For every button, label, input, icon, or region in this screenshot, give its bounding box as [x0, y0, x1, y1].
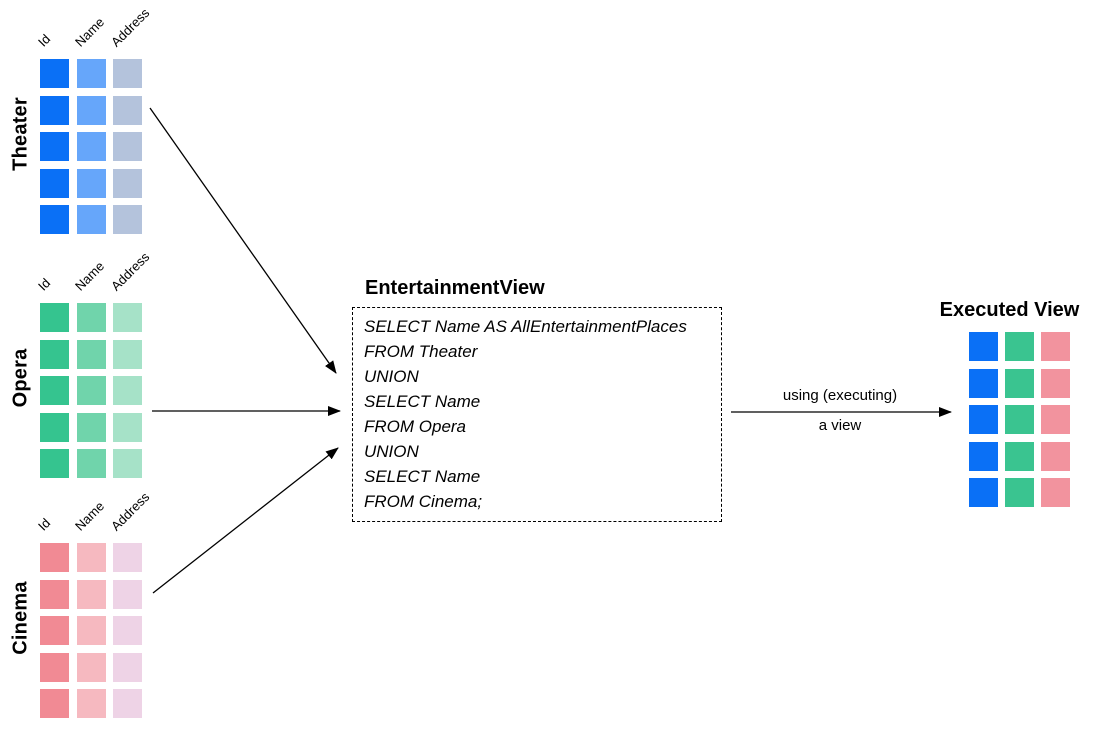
executed-cell — [1005, 368, 1034, 398]
table-cell — [76, 449, 106, 478]
table-cell — [40, 449, 69, 478]
table-cell — [76, 303, 106, 332]
table-cell — [40, 689, 69, 718]
theater-to-view-arrow — [149, 107, 337, 374]
table-name-label: Opera — [9, 348, 32, 408]
executed-cell — [969, 368, 998, 398]
table-grid — [40, 543, 142, 718]
sql-line: FROM Cinema; — [364, 492, 483, 511]
table-cell — [113, 95, 142, 125]
column-header: Name — [71, 258, 107, 294]
execute-arrow-label-line2: a view — [818, 417, 862, 434]
table-cell — [40, 132, 69, 161]
table-cell — [40, 59, 69, 88]
table-cell — [76, 689, 106, 718]
sql-line: SELECT Name — [364, 392, 481, 411]
table-cell — [76, 168, 106, 198]
column-header: Address — [107, 249, 153, 294]
view-title: EntertainmentView — [365, 277, 545, 299]
table-name-label: Cinema — [9, 581, 32, 655]
sql-line: SELECT Name — [364, 467, 481, 486]
column-header: Id — [34, 515, 54, 534]
table-cell — [76, 59, 106, 88]
executed-cell — [969, 478, 998, 507]
executed-cell — [969, 332, 998, 361]
column-header: Address — [107, 489, 153, 534]
sql-line: UNION — [364, 367, 419, 386]
sql-line: FROM Opera — [364, 417, 467, 436]
column-header: Name — [71, 498, 107, 534]
table-cell — [40, 376, 69, 405]
executed-cell — [1041, 368, 1070, 398]
table-name-label: Theater — [9, 97, 32, 171]
table-grid — [40, 59, 142, 234]
executed-cell — [1041, 405, 1070, 434]
executed-grid — [969, 332, 1070, 507]
column-header: Id — [34, 31, 54, 50]
column-header: Id — [34, 275, 54, 294]
table-cell — [76, 376, 106, 405]
table-cell — [40, 168, 69, 198]
table-cell — [113, 652, 142, 682]
execute-arrow-label: using (executing) a view — [758, 386, 922, 436]
table-cell — [113, 616, 142, 645]
executed-view-title: Executed View — [939, 299, 1080, 321]
table-grid — [40, 303, 142, 478]
sql-line: SELECT Name AS AllEntertainmentPlaces — [364, 317, 687, 336]
table-cell — [113, 412, 142, 442]
table-cell — [113, 689, 142, 718]
executed-cell — [1005, 441, 1034, 471]
table-cell — [113, 376, 142, 405]
table-cell — [40, 543, 69, 572]
table-cell — [76, 132, 106, 161]
table-cell — [76, 616, 106, 645]
table-cell — [113, 205, 142, 234]
table-cell — [76, 543, 106, 572]
table-cell — [76, 339, 106, 369]
column-header: Name — [71, 14, 107, 50]
table-cell — [113, 59, 142, 88]
table-cell — [40, 579, 69, 609]
table-cell — [40, 339, 69, 369]
table-cell — [113, 168, 142, 198]
table-cell — [113, 303, 142, 332]
execute-arrow-label-line1: using (executing) — [782, 387, 898, 404]
executed-cell — [1041, 478, 1070, 507]
table-cell — [113, 132, 142, 161]
cinema-to-view-arrow — [152, 447, 339, 594]
sql-line: UNION — [364, 442, 419, 461]
executed-cell — [969, 405, 998, 434]
table-cell — [76, 652, 106, 682]
table-cell — [40, 95, 69, 125]
executed-cell — [1041, 332, 1070, 361]
table-cell — [40, 303, 69, 332]
table-cell — [113, 449, 142, 478]
executed-cell — [969, 441, 998, 471]
executed-cell — [1005, 478, 1034, 507]
table-cell — [76, 579, 106, 609]
executed-view: Executed View — [940, 299, 1079, 507]
table-cell — [113, 543, 142, 572]
sql-line: FROM Theater — [364, 342, 478, 361]
executed-cell — [1005, 405, 1034, 434]
table-cell — [76, 412, 106, 442]
column-header: Address — [107, 5, 153, 50]
executed-cell — [1005, 332, 1034, 361]
executed-cell — [1041, 441, 1070, 471]
table-cell — [40, 616, 69, 645]
table-cell — [76, 95, 106, 125]
table-cell — [40, 205, 69, 234]
table-cell — [40, 412, 69, 442]
table-cell — [113, 579, 142, 609]
table-cell — [40, 652, 69, 682]
table-cell — [113, 339, 142, 369]
table-cell — [76, 205, 106, 234]
